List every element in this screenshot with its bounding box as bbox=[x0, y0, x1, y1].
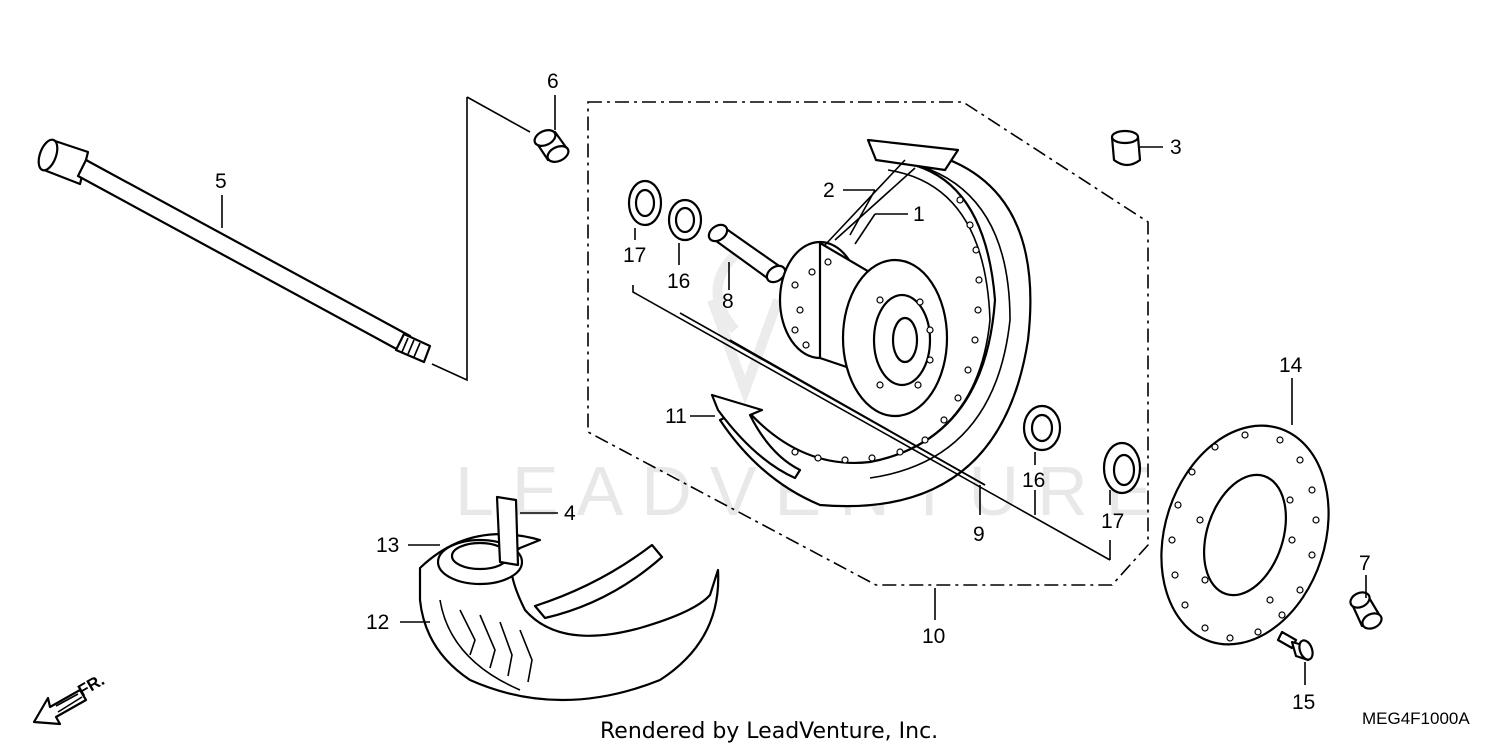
side-collar-part bbox=[1349, 591, 1383, 630]
callout-15: 15 bbox=[1292, 691, 1315, 714]
callout-17-left: 17 bbox=[623, 244, 646, 267]
callout-7: 7 bbox=[1359, 552, 1371, 575]
callout-labels: 6 5 2 1 3 17 16 8 14 11 16 17 9 4 13 7 1… bbox=[215, 70, 1371, 714]
bearing-16-right bbox=[1022, 404, 1062, 452]
callout-8: 8 bbox=[722, 290, 734, 313]
bearing-16-left bbox=[667, 198, 703, 242]
diagram-code: MEG4F1000A bbox=[1362, 709, 1470, 728]
distance-collar-part bbox=[707, 223, 787, 284]
callout-9: 9 bbox=[973, 523, 985, 546]
brake-disc-part bbox=[1160, 424, 1330, 646]
callout-12: 12 bbox=[366, 611, 389, 634]
front-direction-indicator: FR. bbox=[32, 670, 108, 726]
rim-band-part bbox=[710, 393, 802, 480]
bearing-17-left bbox=[627, 179, 663, 227]
render-credit: Rendered by LeadVenture, Inc. bbox=[600, 719, 938, 744]
callout-5: 5 bbox=[215, 170, 227, 193]
callout-13: 13 bbox=[376, 534, 399, 557]
front-arrow-icon bbox=[32, 688, 88, 726]
dust-seal-17-right bbox=[1102, 441, 1142, 495]
valve-cap-part bbox=[1110, 129, 1142, 167]
rim-strip-part bbox=[495, 495, 520, 567]
axle-bracket bbox=[431, 97, 468, 382]
callout-6: 6 bbox=[547, 70, 559, 93]
callout-2: 2 bbox=[823, 179, 835, 202]
callout-14: 14 bbox=[1279, 354, 1303, 377]
wheel-rim-part bbox=[718, 138, 1032, 508]
callout-1: 1 bbox=[913, 203, 925, 226]
axle-part bbox=[37, 138, 432, 364]
callout-17-right: 17 bbox=[1101, 510, 1124, 533]
leader-lines bbox=[221, 95, 1367, 685]
wheel-assembly-outline bbox=[587, 101, 1149, 586]
rim-holes bbox=[791, 196, 983, 464]
collar-part bbox=[533, 129, 570, 163]
callout-11: 11 bbox=[665, 405, 687, 428]
callout-16-right: 16 bbox=[1022, 469, 1045, 492]
brake-disc-holes bbox=[1168, 431, 1320, 642]
callout-4: 4 bbox=[564, 502, 576, 525]
callout-16-left: 16 bbox=[667, 270, 690, 293]
callout-3: 3 bbox=[1170, 136, 1182, 159]
callout-10: 10 bbox=[922, 625, 945, 648]
disc-bolt-part bbox=[1276, 630, 1314, 662]
